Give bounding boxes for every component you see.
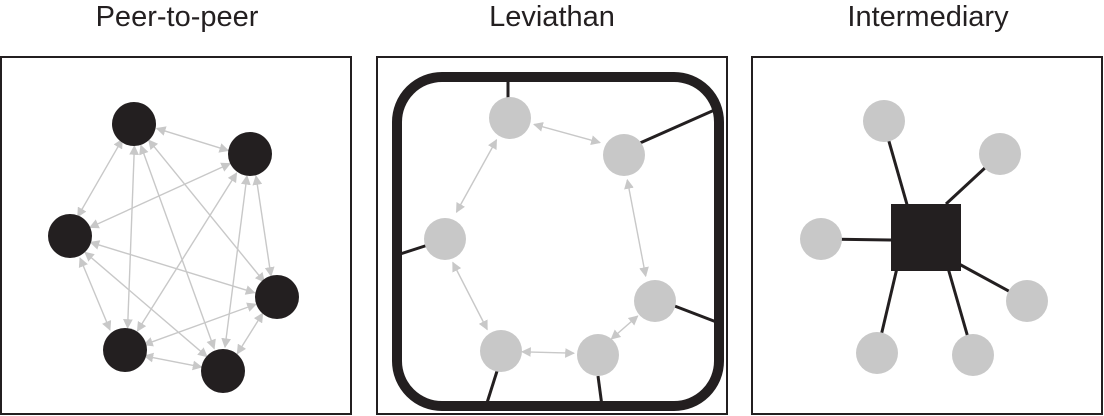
panel-frame-peer-to-peer	[0, 56, 352, 415]
leviathan-spoke	[396, 243, 429, 257]
peer-node	[112, 102, 156, 146]
peer-node	[103, 328, 147, 372]
p2p-link	[77, 138, 123, 218]
leviathan-link	[533, 122, 601, 145]
leviathan-network	[392, 72, 724, 411]
p2p-link	[252, 175, 275, 277]
leviathan-node	[424, 218, 466, 260]
panel-frame-intermediary	[751, 56, 1103, 415]
intermediary-node	[979, 133, 1021, 175]
leviathan-link	[610, 315, 639, 340]
leviathan-boundary	[392, 72, 724, 411]
intermediary-network	[800, 100, 1048, 376]
p2p-link	[136, 172, 238, 332]
peer-node	[255, 275, 299, 319]
panel-title-leviathan: Leviathan	[489, 1, 615, 33]
leviathan-spoke	[484, 367, 500, 407]
p2p-link	[78, 257, 112, 331]
leviathan-link	[455, 139, 498, 213]
leviathan-spoke	[639, 106, 720, 145]
leviathan-connections	[452, 122, 649, 358]
p2p-link	[84, 251, 208, 358]
peer-to-peer-network	[48, 102, 299, 393]
intermediary-node	[800, 218, 842, 260]
p2p-link	[89, 240, 256, 295]
peer-node	[228, 132, 272, 176]
intermediary-hub	[891, 204, 961, 271]
leviathan-node	[577, 334, 619, 376]
leviathan-spoke	[671, 303, 720, 325]
panel-title-peer-to-peer: Peer-to-peer	[96, 1, 259, 33]
intermediary-node	[863, 100, 905, 142]
panel-title-intermediary: Intermediary	[847, 1, 1009, 33]
peer-node	[201, 349, 245, 393]
intermediary-node	[952, 334, 994, 376]
leviathan-link	[624, 178, 649, 278]
leviathan-node	[489, 97, 531, 139]
leviathan-node	[603, 134, 645, 176]
p2p-link	[236, 312, 264, 355]
p2p-link	[143, 352, 203, 371]
p2p-link	[155, 126, 230, 153]
peer-to-peer-connections	[77, 126, 275, 371]
leviathan-link	[452, 261, 488, 331]
p2p-link	[221, 174, 251, 349]
intermediary-node	[856, 332, 898, 374]
p2p-link	[123, 145, 139, 329]
p2p-link	[143, 302, 257, 347]
leviathan-node	[480, 330, 522, 372]
panel-frame-leviathan	[376, 56, 728, 415]
leviathan-node	[634, 280, 676, 322]
peer-node	[48, 214, 92, 258]
intermediary-node	[1006, 280, 1048, 322]
leviathan-link	[521, 347, 575, 358]
